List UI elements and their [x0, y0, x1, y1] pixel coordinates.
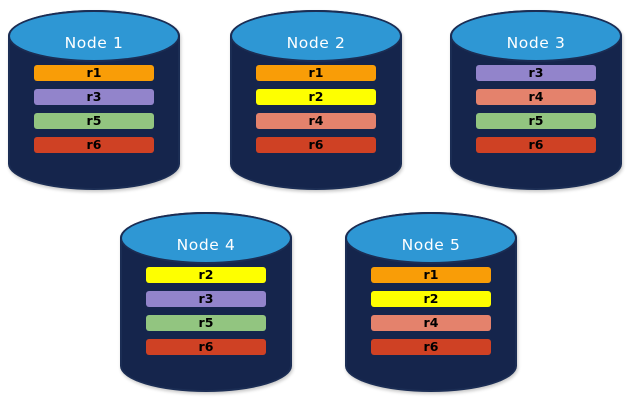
replica-bar[interactable]: r1	[255, 65, 377, 81]
replica-bar[interactable]: r2	[145, 267, 267, 283]
cylinder-top	[450, 10, 622, 63]
database-node-2[interactable]: Node 2 r1 r2 r4 r6	[230, 10, 402, 190]
replica-bar[interactable]: r5	[33, 113, 155, 129]
cylinder-top	[230, 10, 402, 63]
replica-bar[interactable]: r6	[145, 339, 267, 355]
replica-bar[interactable]: r5	[475, 113, 597, 129]
replica-bar[interactable]: r2	[255, 89, 377, 105]
replica-list: r2 r3 r5 r6	[120, 267, 292, 355]
cylinder-top	[120, 212, 292, 265]
replica-bar[interactable]: r6	[255, 137, 377, 153]
replica-bar[interactable]: r4	[370, 315, 492, 331]
cylinder-top	[8, 10, 180, 63]
node-label: Node 4	[176, 236, 236, 254]
node-label: Node 5	[401, 236, 461, 254]
node-label: Node 1	[64, 34, 124, 52]
replica-bar[interactable]: r1	[370, 267, 492, 283]
database-node-4[interactable]: Node 4 r2 r3 r5 r6	[120, 212, 292, 392]
replica-bar[interactable]: r3	[33, 89, 155, 105]
cylinder-top	[345, 212, 517, 265]
replica-bar[interactable]: r6	[475, 137, 597, 153]
replica-list: r1 r2 r4 r6	[230, 65, 402, 153]
replica-list: r3 r4 r5 r6	[450, 65, 622, 153]
replica-bar[interactable]: r6	[370, 339, 492, 355]
replica-bar[interactable]: r3	[475, 65, 597, 81]
replica-bar[interactable]: r3	[145, 291, 267, 307]
replica-bar[interactable]: r4	[255, 113, 377, 129]
replica-list: r1 r3 r5 r6	[8, 65, 180, 153]
database-node-3[interactable]: Node 3 r3 r4 r5 r6	[450, 10, 622, 190]
node-label: Node 2	[286, 34, 346, 52]
database-node-1[interactable]: Node 1 r1 r3 r5 r6	[8, 10, 180, 190]
replica-bar[interactable]: r6	[33, 137, 155, 153]
node-label: Node 3	[506, 34, 566, 52]
replica-bar[interactable]: r2	[370, 291, 492, 307]
database-node-5[interactable]: Node 5 r1 r2 r4 r6	[345, 212, 517, 392]
replica-bar[interactable]: r4	[475, 89, 597, 105]
replica-bar[interactable]: r1	[33, 65, 155, 81]
replica-list: r1 r2 r4 r6	[345, 267, 517, 355]
replica-bar[interactable]: r5	[145, 315, 267, 331]
